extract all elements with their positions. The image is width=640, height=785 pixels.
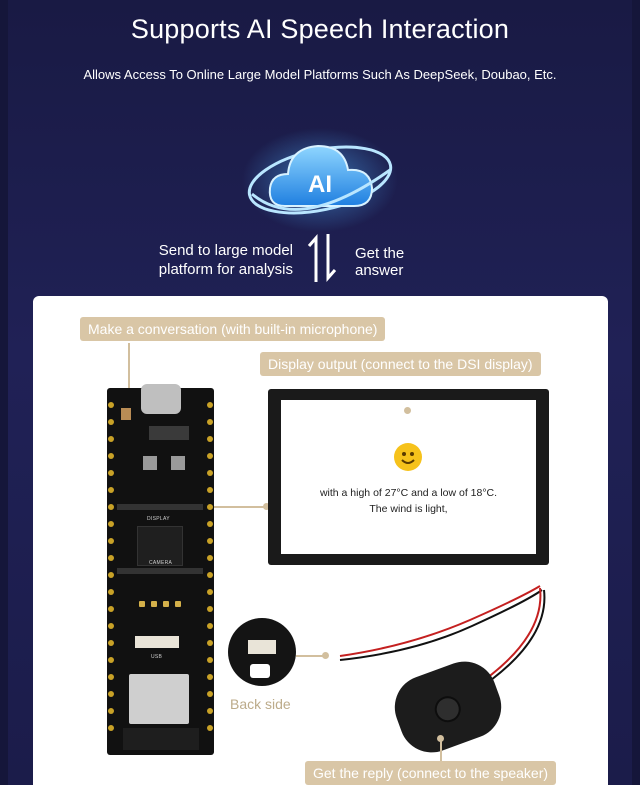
board-edge-pin xyxy=(207,623,213,629)
back-side-closeup xyxy=(228,618,296,686)
up-down-arrows-icon xyxy=(307,234,337,282)
board-edge-pin xyxy=(207,606,213,612)
board-edge-pin xyxy=(108,538,114,544)
back-side-label: Back side xyxy=(230,696,291,712)
display-screen: with a high of 27°C and a low of 18°C. T… xyxy=(281,400,536,554)
page-title: Supports AI Speech Interaction xyxy=(130,14,510,44)
board-edge-pin xyxy=(207,555,213,561)
board-edge-pin xyxy=(207,708,213,714)
board-edge-pin xyxy=(108,691,114,697)
board-edge-pin xyxy=(108,453,114,459)
board-edge-pin xyxy=(108,623,114,629)
board-edge-pin xyxy=(207,402,213,408)
board-edge-pin xyxy=(108,419,114,425)
waveshare-logo-icon xyxy=(250,664,270,678)
button-left xyxy=(143,456,157,470)
smiley-emoji-icon xyxy=(394,443,422,471)
get-line-2: answer xyxy=(355,262,404,279)
left-border xyxy=(0,0,8,785)
board-edge-pin xyxy=(108,487,114,493)
send-line-1: Send to large model xyxy=(158,242,293,259)
speaker-leader-line-short xyxy=(296,655,324,657)
send-line-2: platform for analysis xyxy=(158,261,293,278)
board-edge-pin xyxy=(207,572,213,578)
board-edge-pin xyxy=(108,725,114,731)
board-edge-pin xyxy=(207,487,213,493)
usb-board-label: USB xyxy=(151,654,163,660)
board-edge-pin xyxy=(207,589,213,595)
board-edge-pin xyxy=(108,521,114,527)
speaker-callout-dot xyxy=(437,735,444,742)
board-edge-pin xyxy=(207,521,213,527)
speaker-callout: Get the reply (connect to the speaker) xyxy=(305,761,557,785)
board-edge-pin xyxy=(108,572,114,578)
board-edge-pin xyxy=(108,589,114,595)
board-edge-pin xyxy=(207,640,213,646)
board-edge-pin xyxy=(207,725,213,731)
button-right xyxy=(171,456,185,470)
right-border xyxy=(632,0,640,785)
board-edge-pin xyxy=(207,504,213,510)
board-edge-pin xyxy=(108,674,114,680)
display-board-label: DISPLAY xyxy=(147,516,170,522)
display-callout: Display output (connect to the DSI displ… xyxy=(260,352,541,376)
board-edge-pin xyxy=(108,402,114,408)
weather-line-2: The wind is light, xyxy=(369,503,448,515)
dsi-display: with a high of 27°C and a low of 18°C. T… xyxy=(268,389,549,565)
board-edge-pin xyxy=(207,453,213,459)
camera-connector xyxy=(117,568,203,574)
ai-label: AI xyxy=(308,171,332,198)
board-edge-pin xyxy=(108,657,114,663)
page-subtitle: Allows Access To Online Large Model Plat… xyxy=(83,67,557,82)
weather-line-1: with a high of 27°C and a low of 18°C. xyxy=(319,487,498,499)
send-to-platform-text: Send to large model platform for analysi… xyxy=(123,241,293,279)
display-dot xyxy=(263,503,270,510)
board-edge-pin xyxy=(108,555,114,561)
ai-cloud-icon: AI xyxy=(240,118,400,238)
usb-c-port xyxy=(141,384,181,414)
microphone-callout: Make a conversation (with built-in micro… xyxy=(80,317,386,341)
microphone-leader-line xyxy=(128,343,130,403)
board-edge-pin xyxy=(108,640,114,646)
main-soc-chip xyxy=(137,526,183,566)
antenna-area xyxy=(123,728,199,750)
board-edge-pin xyxy=(108,504,114,510)
board-edge-pin xyxy=(108,606,114,612)
speaker-cone xyxy=(431,692,465,726)
board-edge-pin xyxy=(207,691,213,697)
board-edge-pin xyxy=(207,538,213,544)
board-edge-pin xyxy=(108,436,114,442)
board-edge-pin xyxy=(108,470,114,476)
wifi-module xyxy=(129,674,189,724)
dev-board: DISPLAY CAMERA USB xyxy=(107,384,214,755)
get-answer-text: Get the answer xyxy=(355,245,404,279)
display-top-dot xyxy=(404,407,411,414)
uart-header xyxy=(135,598,185,610)
board-edge-pin xyxy=(207,657,213,663)
display-connector xyxy=(117,504,203,510)
microphone-component xyxy=(121,408,131,420)
usb-connector xyxy=(135,636,179,648)
camera-board-label: CAMERA xyxy=(149,560,173,566)
board-edge-pin xyxy=(207,674,213,680)
board-edge-pin xyxy=(207,419,213,425)
get-line-1: Get the xyxy=(355,245,405,262)
board-chip-top xyxy=(149,426,189,440)
board-edge-pin xyxy=(108,708,114,714)
speaker-connector xyxy=(248,640,276,654)
board-edge-pin xyxy=(207,436,213,442)
display-leader-line xyxy=(213,506,268,508)
board-edge-pin xyxy=(207,470,213,476)
speaker-dot xyxy=(322,652,329,659)
speaker-leader-line xyxy=(440,740,442,762)
